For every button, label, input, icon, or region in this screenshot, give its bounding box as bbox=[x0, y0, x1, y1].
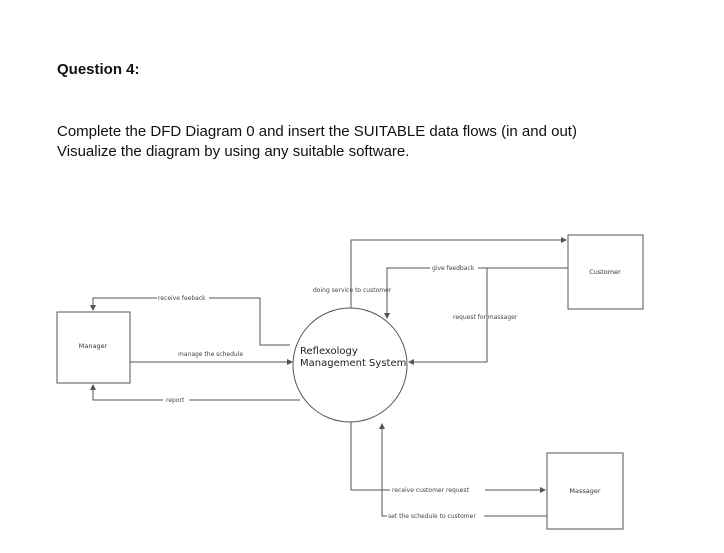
customer-label: Customer bbox=[589, 268, 621, 276]
massager-label: Massager bbox=[569, 487, 600, 495]
flow-receive-customer-request bbox=[350, 422, 546, 493]
manager-entity bbox=[56, 311, 131, 384]
label-receive-customer-request: receive customer request bbox=[392, 487, 469, 494]
label-report: report bbox=[166, 397, 185, 404]
flow-receive-feedback bbox=[90, 297, 290, 346]
label-request-massager: request for massager bbox=[453, 314, 518, 321]
label-receive-feedback: receive feeback bbox=[158, 295, 206, 302]
massager-entity bbox=[546, 452, 624, 530]
process-circle bbox=[292, 307, 408, 423]
flow-doing-service bbox=[350, 237, 567, 308]
question-subinstruction: Visualize the diagram by using any suita… bbox=[57, 143, 410, 160]
label-give-feedback: give feedback bbox=[432, 265, 475, 272]
flow-request-massager bbox=[408, 267, 568, 365]
flow-give-feedback bbox=[384, 267, 568, 319]
process-label-line1: Reflexology bbox=[300, 346, 358, 357]
flow-set-schedule bbox=[379, 423, 547, 517]
customer-entity bbox=[567, 234, 644, 310]
manager-label: Manager bbox=[79, 342, 108, 350]
flow-report bbox=[90, 384, 300, 401]
label-set-schedule: set the schedule to customer bbox=[388, 513, 476, 520]
question-heading: Question 4: bbox=[57, 61, 140, 78]
question-instruction: Complete the DFD Diagram 0 and insert th… bbox=[57, 123, 577, 140]
label-manage-schedule: manage the schedule bbox=[178, 351, 243, 358]
label-doing-service: doing service to customer bbox=[313, 287, 392, 294]
process-label-line2: Management System bbox=[300, 358, 406, 369]
